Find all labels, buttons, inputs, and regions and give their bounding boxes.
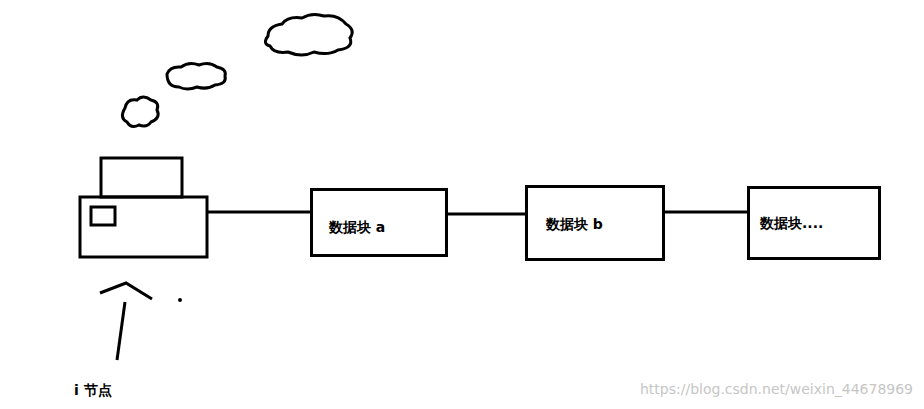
inode-label: i 节点	[74, 382, 112, 400]
pointer-shaft	[117, 302, 125, 360]
pointer-head	[100, 283, 152, 299]
watermark: https://blog.csdn.net/weixin_44678969	[640, 381, 913, 397]
cloud	[167, 63, 225, 89]
link-line	[665, 211, 747, 214]
block-label: 数据块 b	[546, 216, 603, 234]
data-block: 数据块....	[747, 186, 881, 260]
dot	[178, 298, 182, 302]
cloud	[122, 97, 158, 126]
cloud	[265, 14, 352, 55]
data-block: 数据块 a	[310, 188, 448, 257]
block-label: 数据块 a	[329, 219, 385, 237]
link-line	[448, 213, 525, 216]
data-block: 数据块 b	[525, 185, 665, 261]
inode-body	[80, 197, 207, 257]
inode-link	[207, 211, 310, 214]
inode-top	[101, 158, 182, 197]
block-label: 数据块....	[760, 215, 823, 233]
inode-slot	[91, 207, 115, 225]
